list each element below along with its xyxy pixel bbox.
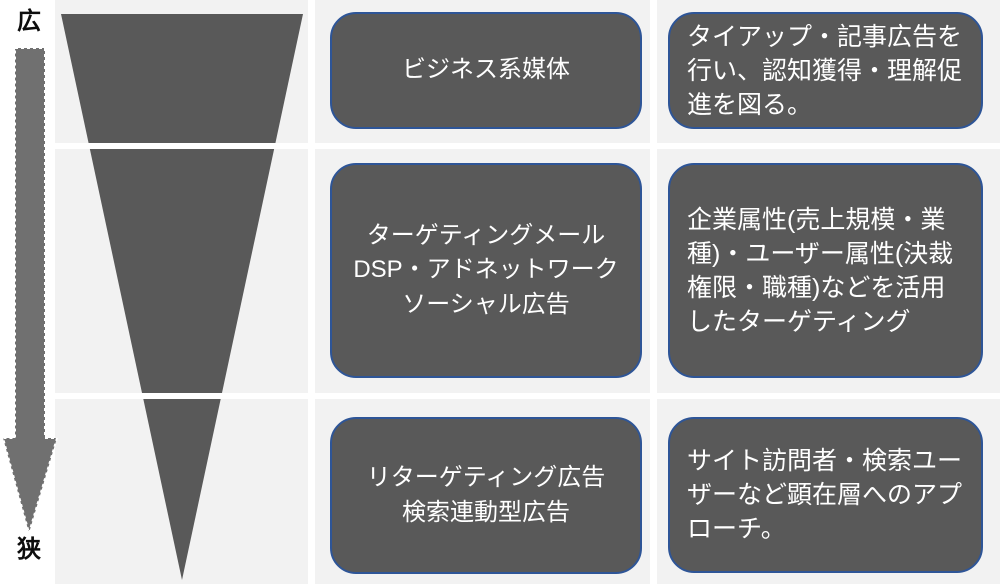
column-divider-1 [308,0,315,584]
scope-arrow-icon [1,47,59,537]
channel-box-row1: ビジネス系媒体 [330,12,642,129]
funnel-triangle-shape [61,14,303,580]
description-box-row3: サイト訪問者・検索ユーザーなど顕在層へのアプローチ。 [668,417,983,573]
scope-label-narrow: 狭 [17,536,41,563]
column-divider-2 [650,0,657,584]
channel-text-row1: ビジネス系媒体 [402,56,570,84]
description-box-row2: 企業属性(売上規模・業種)・ユーザー属性(決裁権限・職種)などを活用したターゲテ… [668,163,983,378]
channel-text-row2: ターゲティングメール DSP・アドネットワーク ソーシャル広告 [353,222,619,318]
row-divider-2 [55,393,1000,399]
channel-box-row3: リターゲティング広告 検索連動型広告 [330,417,642,574]
scope-arrow-shape [1,47,59,537]
scope-label-wide: 広 [17,8,41,35]
channel-box-row2: ターゲティングメール DSP・アドネットワーク ソーシャル広告 [330,163,642,378]
description-text-row3: サイト訪問者・検索ユーザーなど顕在層へのアプローチ。 [687,447,963,543]
description-box-row1: タイアップ・記事広告を行い、認知獲得・理解促進を図る。 [668,12,983,129]
description-text-row1: タイアップ・記事広告を行い、認知獲得・理解促進を図る。 [687,22,963,119]
channel-text-row3: リターゲティング広告 検索連動型広告 [366,464,606,526]
description-text-row2: 企業属性(売上規模・業種)・ユーザー属性(決裁権限・職種)などを活用したターゲテ… [687,205,954,336]
row-divider-1 [55,143,1000,149]
